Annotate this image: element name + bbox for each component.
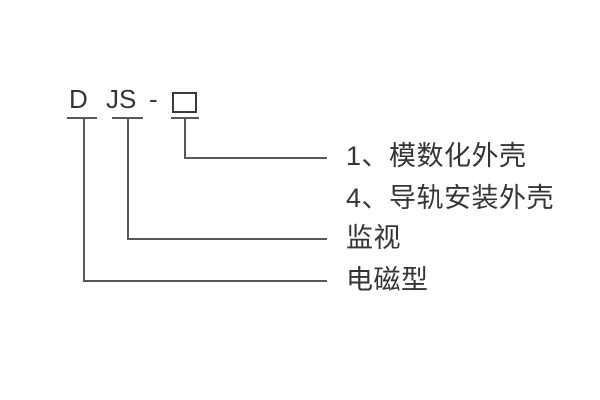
code-letter-d: D xyxy=(69,84,88,114)
leader-line-js xyxy=(127,238,327,240)
vline-box xyxy=(184,117,186,159)
code-letters-js: JS xyxy=(106,84,137,114)
code-placeholder-box xyxy=(172,92,197,113)
label-box-option-1: 1、模数化外壳 xyxy=(346,141,527,171)
label-box-option-2: 4、导轨安装外壳 xyxy=(346,183,555,213)
label-d-meaning: 电磁型 xyxy=(346,265,429,295)
label-js-meaning: 监视 xyxy=(346,223,401,253)
vline-d xyxy=(83,117,85,282)
tick-under-d xyxy=(67,117,97,119)
leader-line-box xyxy=(184,157,327,159)
vline-js xyxy=(127,117,129,240)
code-dash: - xyxy=(149,84,158,114)
leader-line-d xyxy=(83,280,327,282)
